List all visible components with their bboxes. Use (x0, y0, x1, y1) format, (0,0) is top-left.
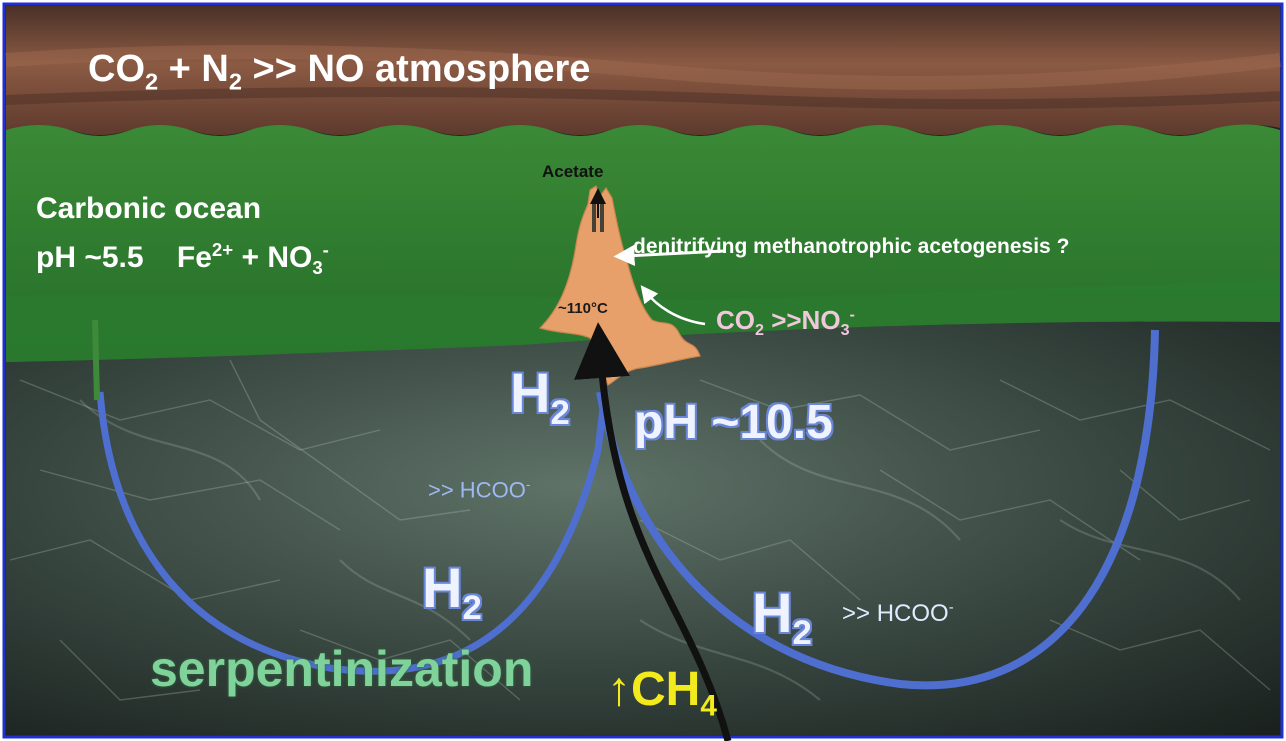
flow-arrow-icon (613, 244, 725, 266)
right-h2-circulation-loop (596, 329, 1159, 690)
serpentinite-rock-background (6, 320, 1280, 735)
ocean-chemistry-label: pH ~5.5 Fe2+ + NO3- (36, 239, 329, 278)
atmosphere-layer (6, 6, 1280, 135)
methane-flow-arrow (574, 322, 732, 741)
hydrogen-label-left: H2 (422, 556, 482, 628)
process-label: denitrifying methanotrophic acetogenesis… (633, 235, 1070, 258)
formate-label-right: >> HCOO- (842, 600, 954, 627)
hydrogen-label-vent: H2 (510, 361, 570, 433)
formate-label-left: >> HCOO- (428, 477, 531, 503)
hydrogen-label-right: H2 (752, 581, 812, 653)
left-h2-circulation-loop (96, 391, 609, 675)
atmosphere-label: CO2 + N2 >> NO atmosphere (88, 48, 591, 95)
serpentinization-label: serpentinization (150, 641, 534, 697)
ocean-name-label: Carbonic ocean (36, 192, 262, 225)
methane-label: ↑CH4 (607, 663, 717, 723)
flow-arrow-icon (640, 285, 706, 326)
acetate-label: Acetate (542, 162, 604, 181)
vent-temperature-label: ~110°C (558, 300, 608, 317)
vent-ph-label: pH ~10.5 (634, 396, 833, 449)
co2-nitrate-label: CO2 >>NO3- (716, 305, 855, 340)
